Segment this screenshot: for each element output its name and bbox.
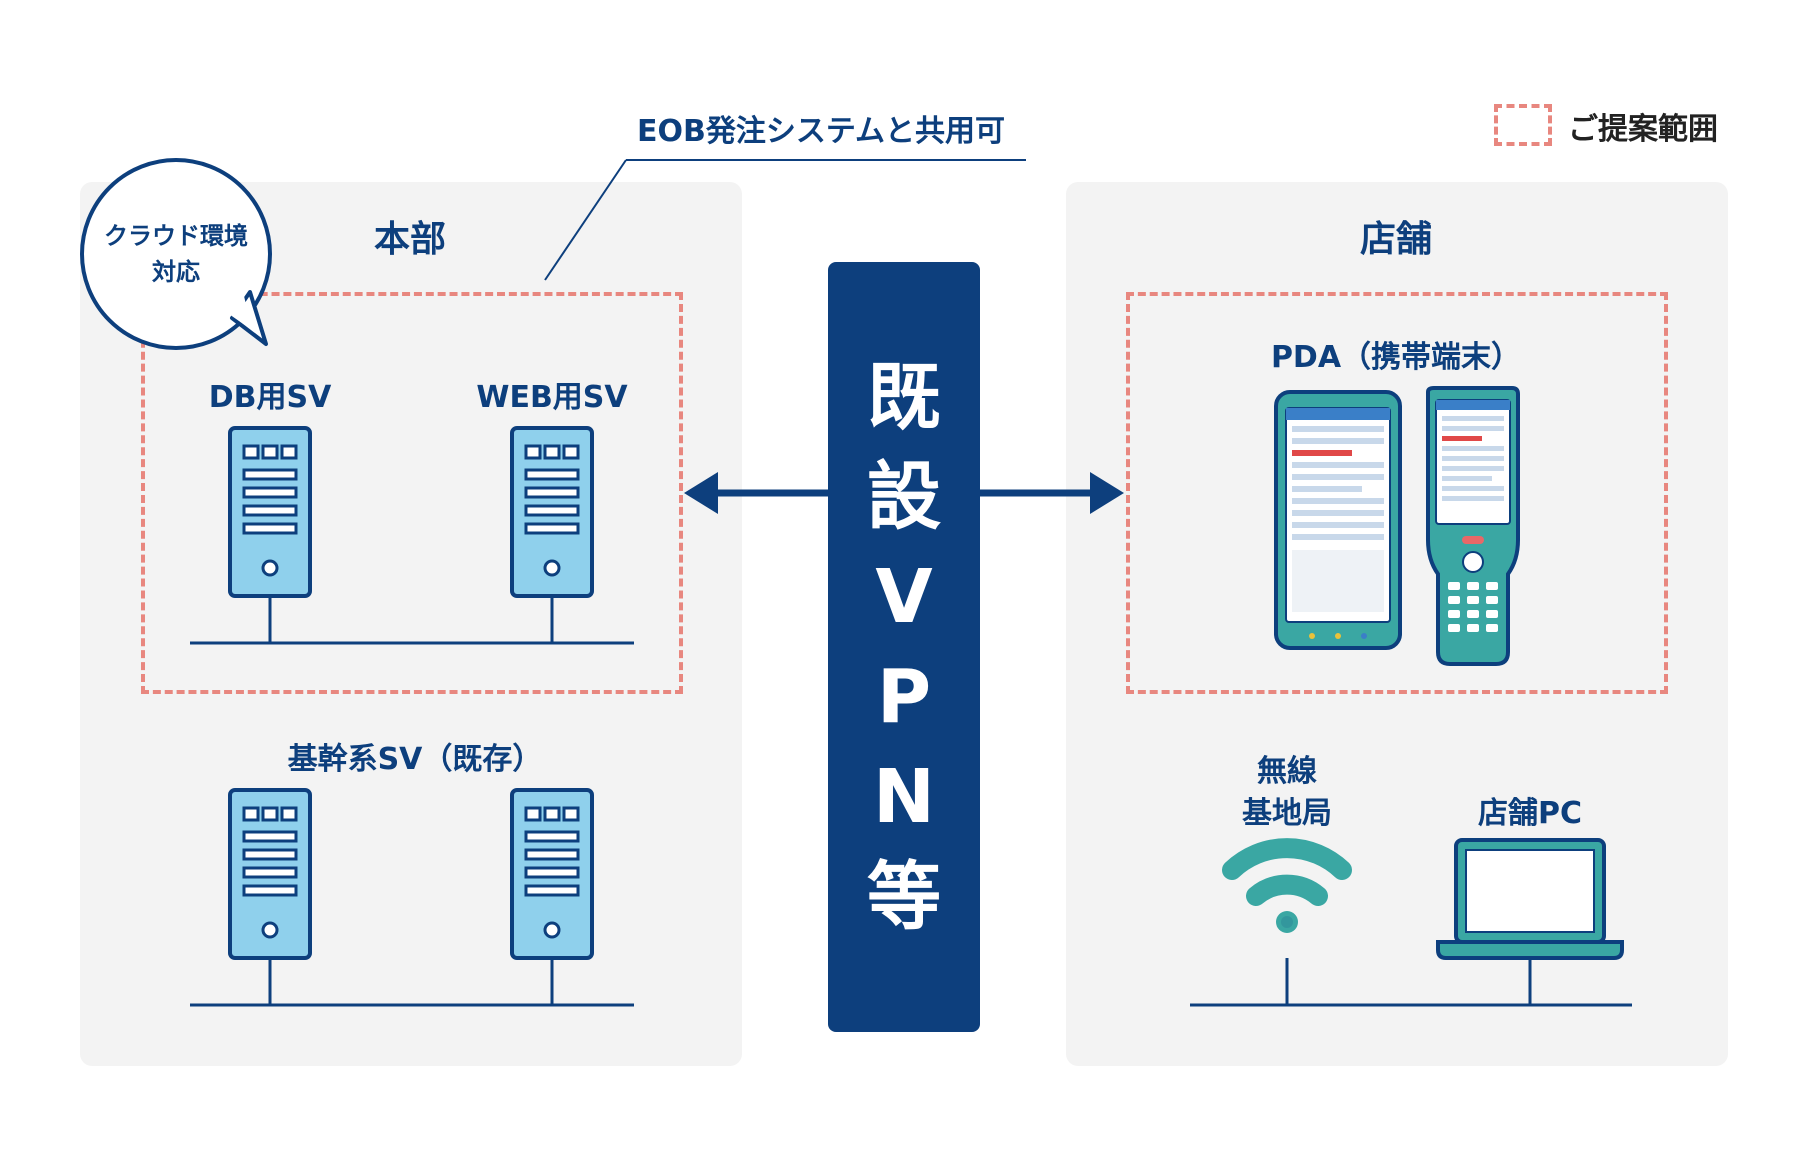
- store-pc-label: 店舗PC: [1477, 796, 1582, 831]
- wifi-icon: [1222, 838, 1352, 933]
- vpn-char-3: V: [875, 554, 933, 640]
- vpn-char-5: N: [873, 754, 935, 840]
- hq-proposal-area: [141, 292, 683, 694]
- wireless-label-1: 無線: [1257, 754, 1317, 789]
- core-server-icon-1: [228, 788, 312, 960]
- bubble-line-1: クラウド環境: [104, 222, 248, 250]
- arrow-to-store-icon: [980, 472, 1124, 514]
- core-server-label: 基幹系SV（既存）: [287, 742, 543, 777]
- arrow-to-hq-icon: [684, 472, 828, 514]
- vpn-char-6: 等: [867, 854, 941, 940]
- vpn-char-2: 設: [867, 454, 941, 540]
- pda-phone-icon: [1274, 390, 1402, 650]
- store-title: 店舗: [1359, 219, 1432, 260]
- laptop-icon: [1436, 838, 1624, 960]
- web-server-icon: [510, 426, 594, 598]
- legend-swatch: [1494, 104, 1552, 146]
- bubble-line-2: 対応: [152, 258, 200, 286]
- web-server-label: WEB用SV: [476, 380, 628, 415]
- callout-shared-eob: EOB発注システムと共用可: [637, 114, 1005, 149]
- core-server-icon-2: [510, 788, 594, 960]
- vpn-block: 既 設 V P N 等: [828, 262, 980, 1032]
- hq-title: 本部: [373, 219, 446, 260]
- cloud-bubble: [80, 158, 272, 350]
- legend-label: ご提案範囲: [1568, 112, 1718, 147]
- db-server-icon: [228, 426, 312, 598]
- store-proposal-area: [1126, 292, 1668, 694]
- db-server-label: DB用SV: [208, 380, 332, 415]
- pda-label: PDA（携帯端末）: [1270, 340, 1522, 375]
- pda-scanner-icon: [1426, 386, 1520, 666]
- vpn-char-4: P: [876, 654, 932, 740]
- wireless-label-2: 基地局: [1242, 796, 1332, 831]
- vpn-char-1: 既: [867, 354, 941, 440]
